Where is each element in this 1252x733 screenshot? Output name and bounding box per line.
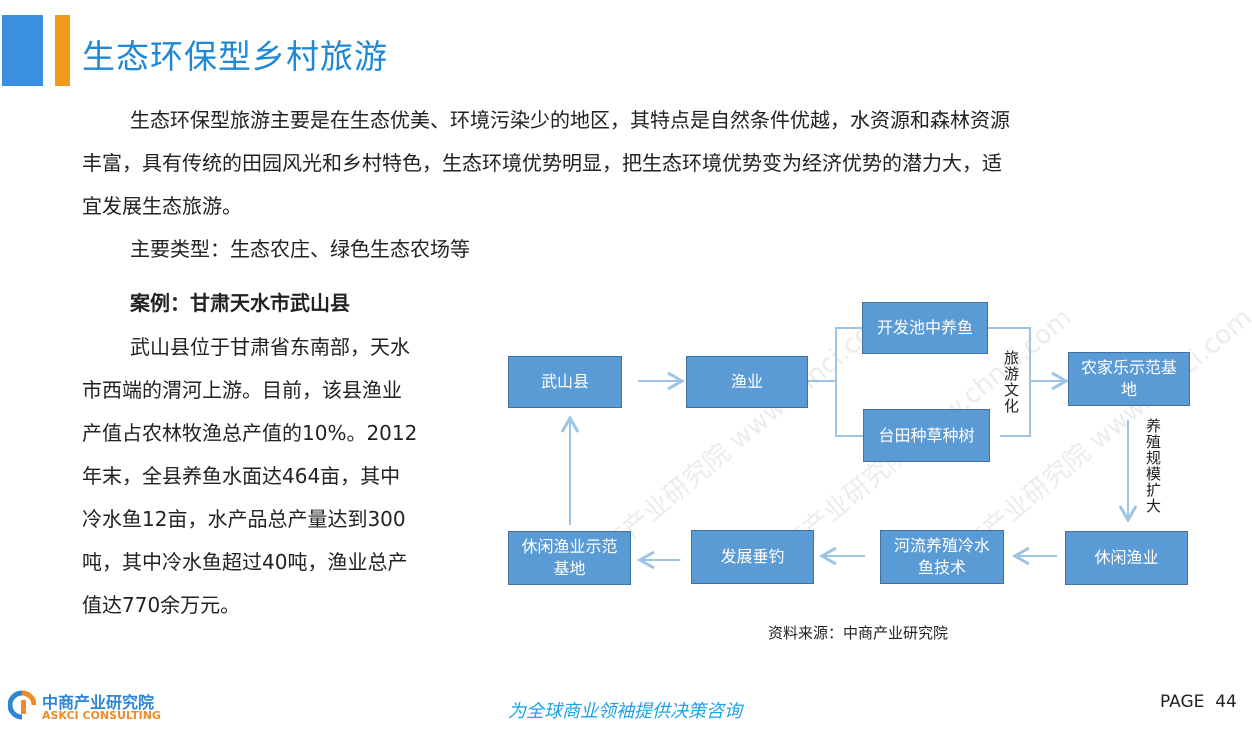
intro-line-1: 生态环保型旅游主要是在生态优美、环境污染少的地区，其特点是自然条件优越，水资源和… — [130, 108, 1010, 132]
intro-line-2: 丰富，具有传统的田园风光和乡村特色，生态环境优势明显，把生态环境优势变为经济优势… — [82, 151, 1002, 175]
logo-text-en: ASKCI CONSULTING — [42, 709, 161, 722]
node-angling: 发展垂钓 — [691, 530, 814, 584]
node-leisure: 休闲渔业 — [1065, 531, 1188, 585]
case-line: 产值占农林牧渔总产值的10%。2012 — [82, 421, 418, 445]
node-fishery: 渔业 — [686, 356, 808, 408]
node-wushan: 武山县 — [508, 356, 622, 408]
title-bar-orange — [55, 15, 70, 86]
case-line: 值达770余万元。 — [82, 593, 241, 617]
case-line: 冷水鱼12亩，水产品总产量达到300 — [82, 507, 406, 531]
node-river: 河流养殖冷水鱼技术 — [880, 530, 1004, 584]
label-tourism: 旅游文化 — [1002, 350, 1020, 414]
node-pond: 开发池中养鱼 — [862, 302, 988, 354]
node-leisure-base: 休闲渔业示范基地 — [508, 531, 631, 585]
label-expand: 养殖规模扩大 — [1144, 418, 1162, 514]
case-line: 吨，其中冷水鱼超过40吨，渔业总产 — [82, 550, 408, 574]
footer-slogan: 为全球商业领袖提供决策咨询 — [508, 701, 742, 722]
intro-line-3: 宜发展生态旅游。 — [82, 194, 242, 218]
title-bar-blue — [2, 15, 43, 86]
case-body: 武山县位于甘肃省东南部，天水 市西端的渭河上游。目前，该县渔业 产值占农林牧渔总… — [82, 326, 482, 627]
page-title: 生态环保型乡村旅游 — [82, 37, 388, 76]
source-note: 资料来源：中商产业研究院 — [768, 624, 949, 642]
case-line: 年末，全县养鱼水面达464亩，其中 — [82, 464, 401, 488]
node-terrace: 台田种草种树 — [863, 409, 990, 462]
case-title: 案例：甘肃天水市武山县 — [130, 291, 350, 315]
intro-types: 主要类型：生态农庄、绿色生态农场等 — [130, 237, 470, 261]
logo-icon — [7, 690, 37, 720]
page-number: PAGE 44 — [1160, 692, 1237, 712]
logo-text-cn: 中商产业研究院 — [42, 693, 155, 712]
case-line: 武山县位于甘肃省东南部，天水 — [130, 335, 410, 359]
case-line: 市西端的渭河上游。目前，该县渔业 — [82, 378, 402, 402]
node-farmstay: 农家乐示范基地 — [1068, 352, 1190, 406]
